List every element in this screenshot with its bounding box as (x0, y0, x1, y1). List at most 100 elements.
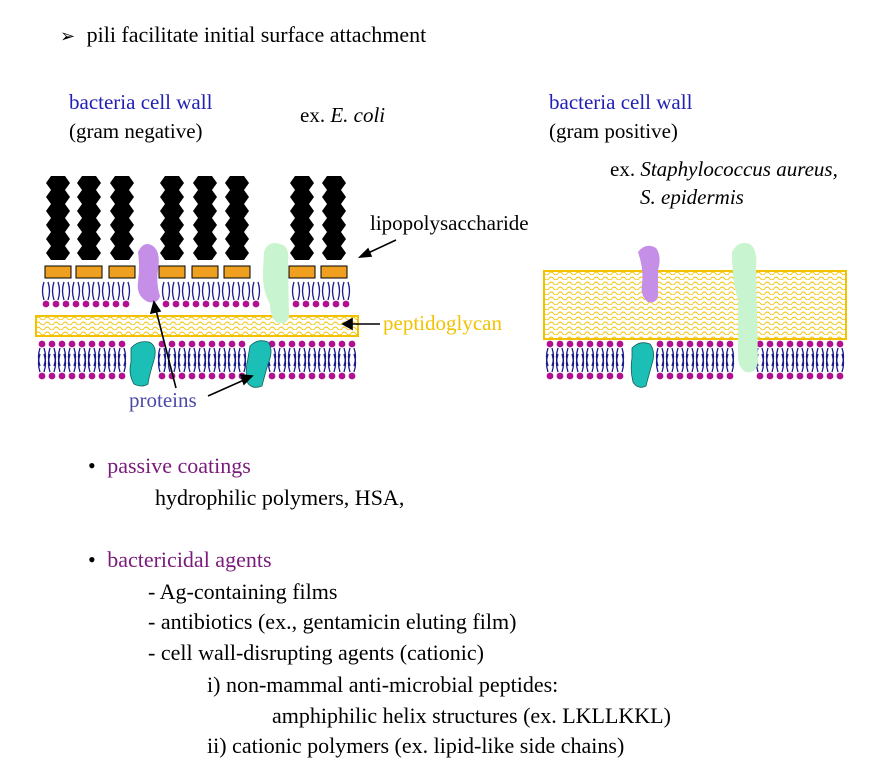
lipid-tail (191, 281, 195, 301)
lipid-tail (311, 281, 315, 301)
lipid-tail (805, 353, 809, 373)
lps-sugar-unit (110, 176, 134, 190)
lipid-tail (561, 347, 565, 367)
lps-sugar-unit (160, 246, 184, 260)
lipid-tail (347, 347, 351, 367)
lipid-tail (595, 353, 599, 373)
lipid-head (706, 340, 714, 348)
header-line: ➢ pili facilitate initial surface attach… (60, 22, 426, 48)
lipid-head (178, 340, 186, 348)
lipid-tail (841, 347, 845, 367)
lipid-head (202, 300, 210, 308)
lipid-head (656, 372, 664, 380)
lipid-tail (323, 347, 327, 367)
lipid-head (158, 372, 166, 380)
left-example-prefix: ex. (300, 103, 331, 127)
phospholipid (41, 281, 51, 308)
lipid-tail (655, 353, 659, 373)
lps-chain (223, 176, 251, 279)
lipid-head (288, 372, 296, 380)
phospholipid (221, 281, 231, 308)
lipid-head (38, 372, 46, 380)
lipid-head (686, 340, 694, 348)
lipid-tail (273, 347, 277, 367)
lps-sugar-unit (322, 176, 346, 190)
phospholipid (91, 281, 101, 308)
lipid-head (68, 372, 76, 380)
lipid-tail (681, 347, 685, 367)
lipid-tail (197, 347, 201, 367)
bactericidal-line-4: i) non-mammal anti-microbial peptides: (207, 672, 559, 697)
phospholipid (675, 353, 685, 380)
lavender-protein-left (137, 244, 160, 303)
section-bactericidal-agents: • bactericidal agents (88, 547, 272, 573)
lps-sugar-unit (77, 246, 101, 260)
lipid-head (38, 340, 46, 348)
lipid-tail (721, 347, 725, 367)
lipid-tail (781, 347, 785, 367)
lipid-head (716, 340, 724, 348)
lipid-tail (227, 281, 231, 301)
lipid-head (338, 340, 346, 348)
lipid-tail (107, 281, 111, 301)
lipid-tail (63, 353, 67, 373)
lipid-tail (795, 347, 799, 367)
lps-sugar-unit (225, 204, 249, 218)
lipid-tail (251, 281, 255, 301)
lipid-tail (227, 347, 231, 367)
lipid-tail (77, 353, 81, 373)
left-panel-example: ex. E. coli (300, 103, 385, 128)
lipid-head (766, 372, 774, 380)
phospholipid (695, 340, 705, 367)
lipid-tail (331, 281, 335, 301)
lipid-head (228, 372, 236, 380)
bactericidal-line-3: - cell wall-disrupting agents (cationic) (148, 640, 484, 665)
phospholipid (107, 353, 117, 380)
lipid-tail (811, 347, 815, 367)
lipid-head (796, 372, 804, 380)
lipid-tail (353, 353, 357, 373)
bullet-dot: • (88, 547, 96, 572)
lipid-tail (193, 353, 197, 373)
phospholipid (217, 353, 227, 380)
lipid-tail (615, 347, 619, 367)
lps-sugar-unit (77, 204, 101, 218)
phospholipid (655, 340, 665, 367)
lps-sugar-unit (290, 176, 314, 190)
lipid-head (312, 300, 320, 308)
phospholipid (237, 340, 247, 367)
lipid-tail (805, 347, 809, 367)
lipid-tail (725, 353, 729, 373)
lipid-tail (341, 281, 345, 301)
phospholipid (191, 281, 201, 308)
lipid-tail (77, 281, 81, 301)
lipid-head (178, 372, 186, 380)
lipid-tail (283, 353, 287, 373)
lipid-head (188, 340, 196, 348)
lps-chain (44, 176, 72, 279)
lipid-tail (671, 353, 675, 373)
lps-sugar-unit (46, 204, 70, 218)
lipid-tail (47, 281, 51, 301)
phospholipid (715, 340, 725, 367)
phospholipid (341, 281, 351, 308)
lipid-head (786, 340, 794, 348)
lipid-tail (57, 347, 61, 367)
lipid-head (322, 300, 330, 308)
lipid-tail (113, 353, 117, 373)
phospholipid (595, 353, 605, 380)
lipid-tail (63, 347, 67, 367)
phospholipid (157, 353, 167, 380)
lipid-head (102, 300, 110, 308)
lipid-tail (121, 281, 125, 301)
lipid-tail (665, 347, 669, 367)
phospholipid (665, 340, 675, 367)
lipid-tail (287, 353, 291, 373)
lipid-tail (207, 281, 211, 301)
section-heading: passive coatings (107, 453, 251, 478)
lps-core (75, 265, 103, 279)
phospholipid (555, 353, 565, 380)
lipid-tail (307, 353, 311, 373)
lipid-tail (591, 347, 595, 367)
lipid-head (232, 300, 240, 308)
